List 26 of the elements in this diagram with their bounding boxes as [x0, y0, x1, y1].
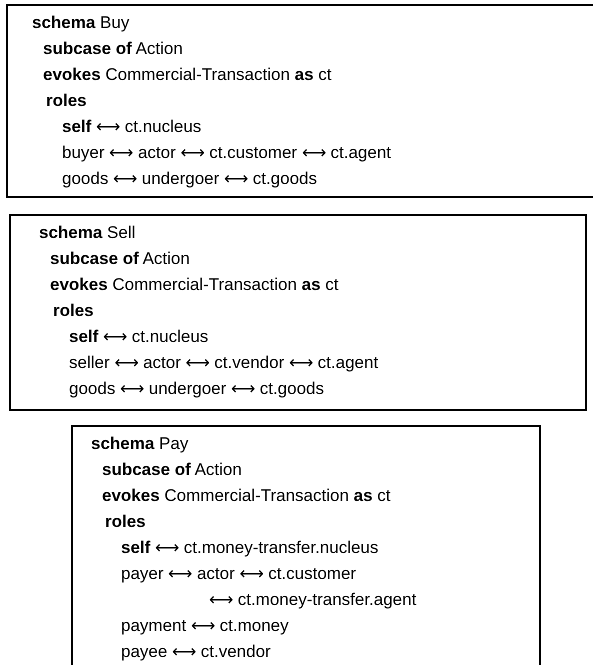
schema-box: [6, 4, 593, 198]
schema-line: self ⟷ ct.nucleus: [69, 326, 208, 348]
schema-line: payer ⟷ actor ⟷ ct.customer: [121, 563, 356, 585]
schema-line: evokes Commercial-Transaction as ct: [50, 274, 339, 296]
schema-line: evokes Commercial-Transaction as ct: [102, 485, 391, 507]
schema-line: schema Buy: [32, 12, 130, 34]
schema-line: subcase of Action: [50, 248, 190, 270]
schema-line: schema Sell: [39, 222, 136, 244]
schema-line: self ⟷ ct.nucleus: [62, 116, 202, 138]
schema-line: seller ⟷ actor ⟷ ct.vendor ⟷ ct.agent: [69, 352, 378, 374]
schema-box: [9, 214, 587, 411]
schema-line: subcase of Action: [43, 38, 183, 60]
schema-line: payee ⟷ ct.vendor: [121, 641, 271, 663]
schema-line: goods ⟷ undergoer ⟷ ct.goods: [62, 168, 317, 190]
schema-line: subcase of Action: [102, 459, 242, 481]
schema-line: roles: [46, 90, 87, 112]
schema-line: roles: [105, 511, 146, 533]
schema-line: evokes Commercial-Transaction as ct: [43, 64, 332, 86]
schema-line: roles: [53, 300, 94, 322]
schema-line: self ⟷ ct.money-transfer.nucleus: [121, 537, 378, 559]
schema-line: buyer ⟷ actor ⟷ ct.customer ⟷ ct.agent: [62, 142, 392, 164]
schema-line: payment ⟷ ct.money: [121, 615, 289, 637]
schema-box: [71, 425, 541, 665]
schema-line: schema Pay: [91, 433, 188, 455]
schema-line: goods ⟷ undergoer ⟷ ct.goods: [69, 378, 324, 400]
schema-line: ⟷ ct.money-transfer.agent: [209, 589, 416, 611]
